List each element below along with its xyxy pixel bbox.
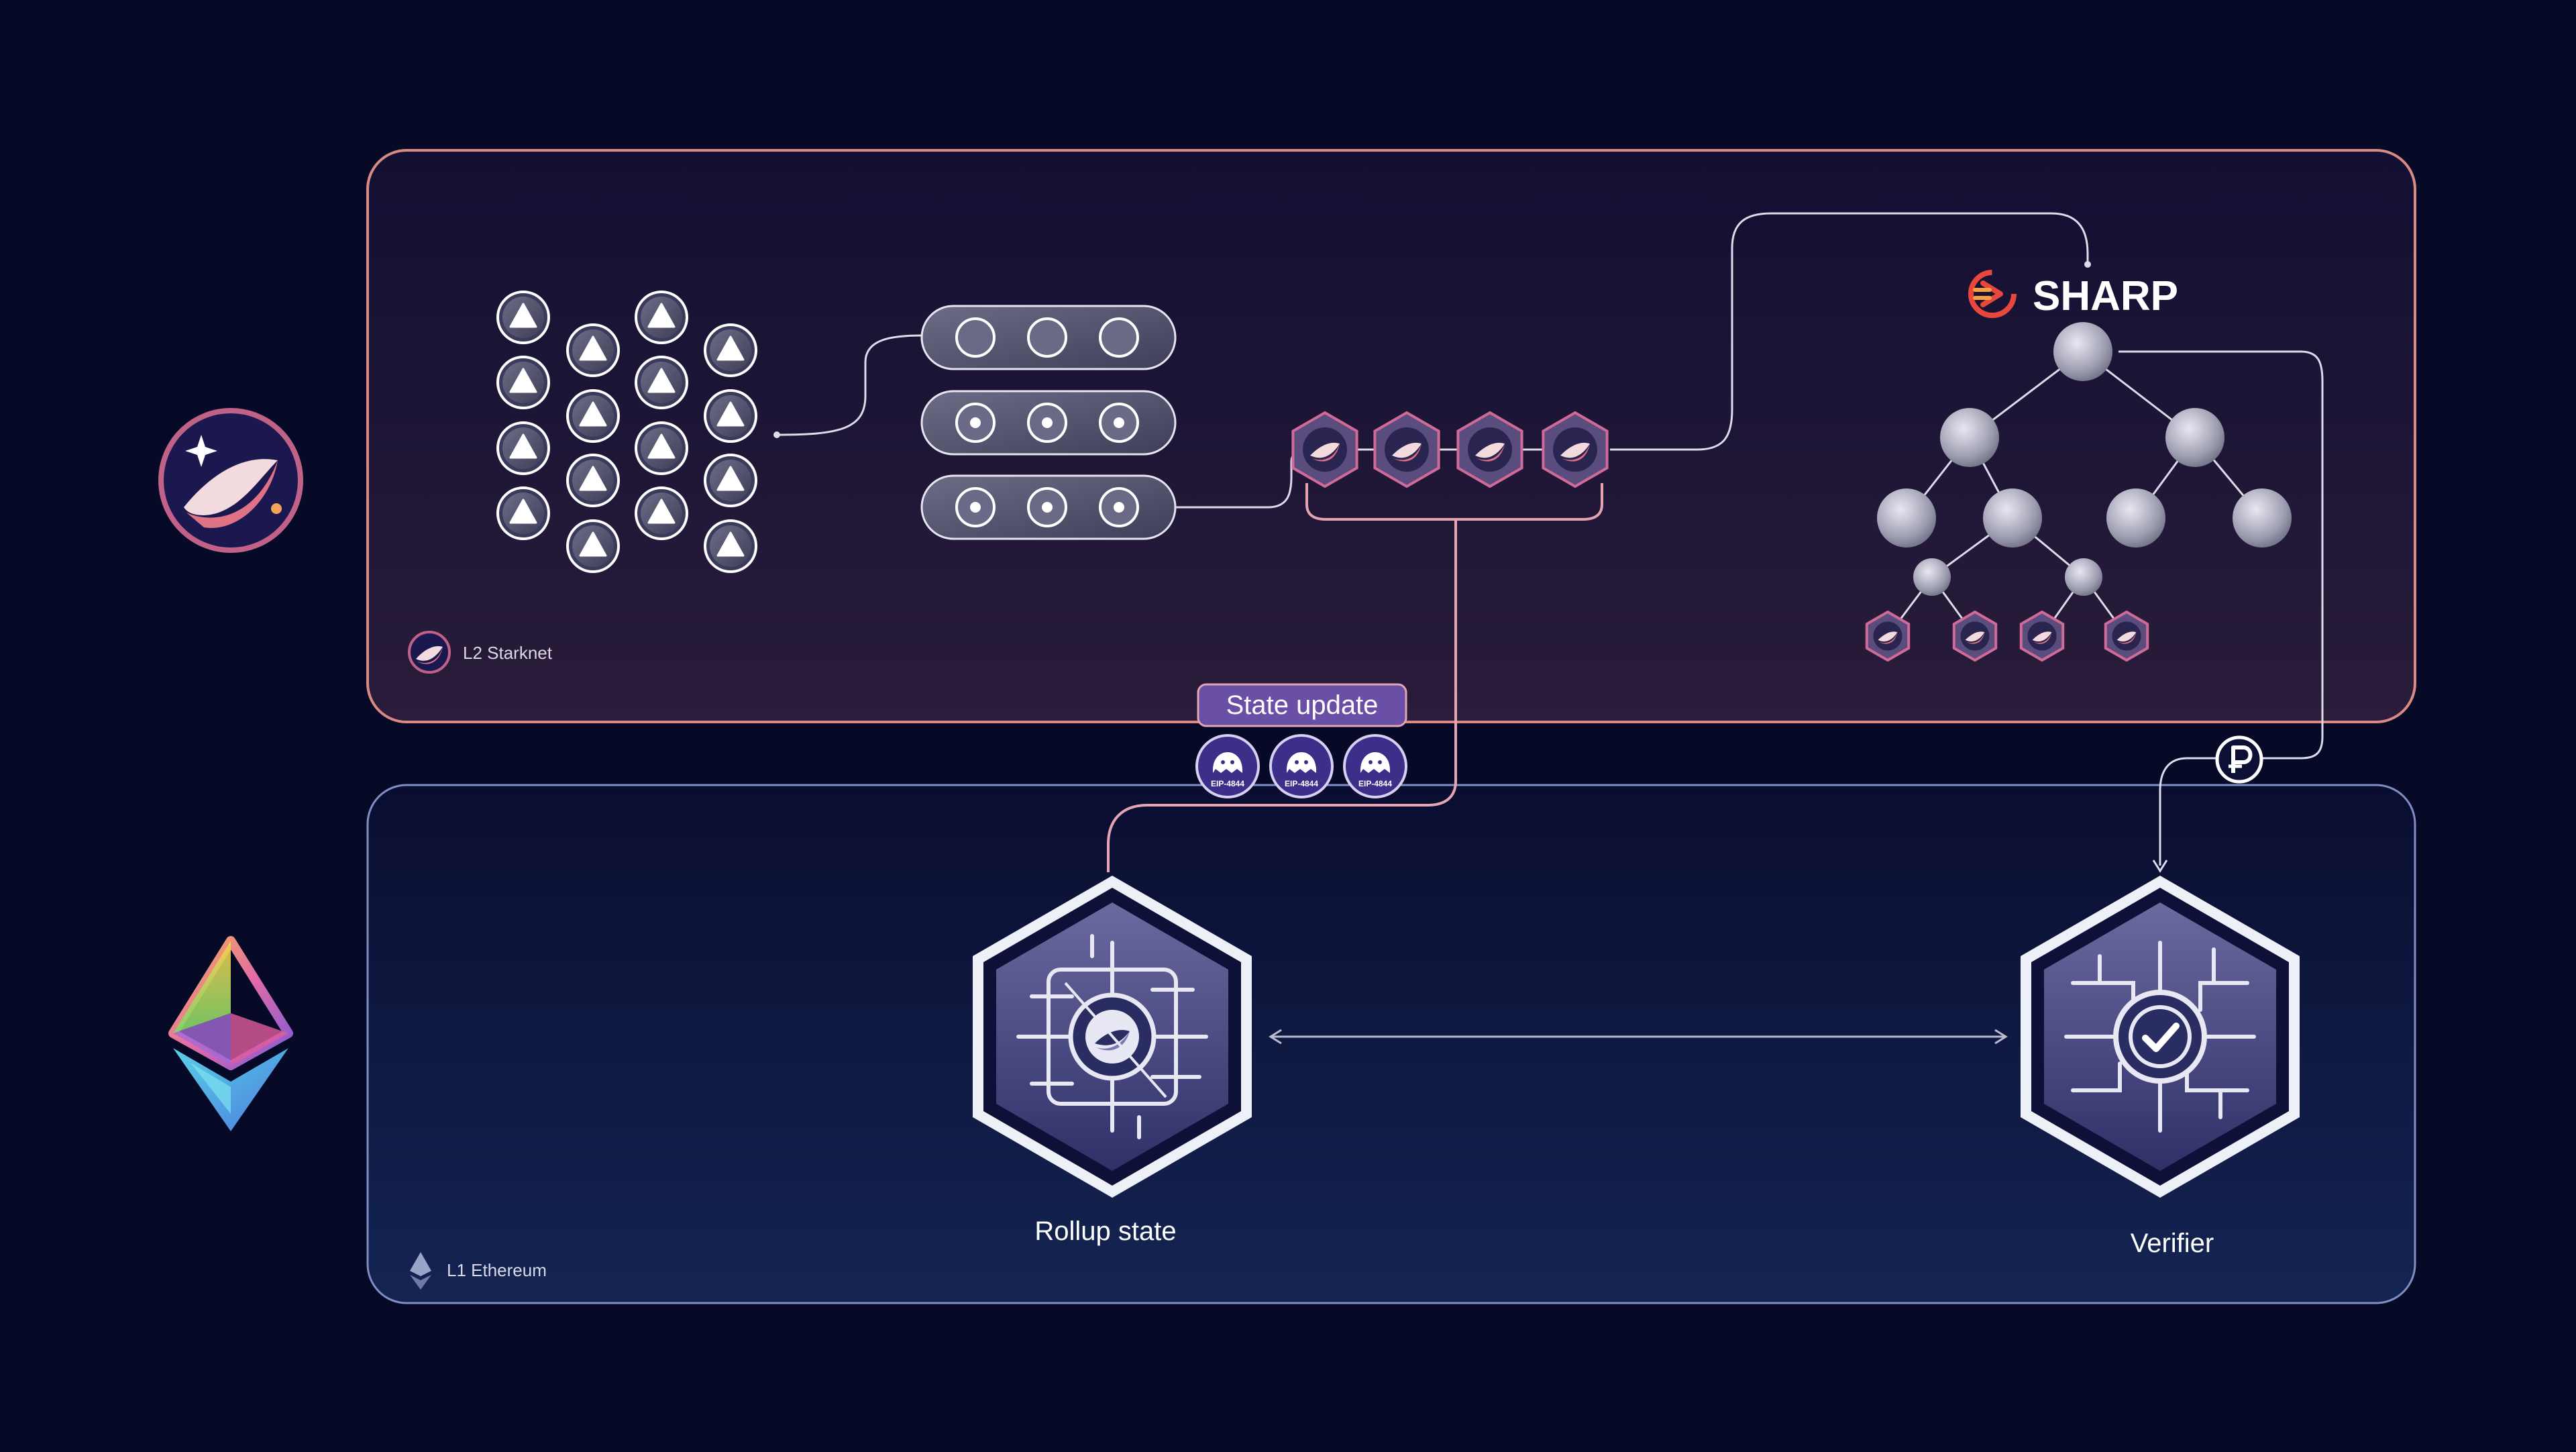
user-transaction-icon [704,454,757,507]
user-transaction-icon [635,291,688,344]
user-transaction-icon [635,356,688,409]
blob-ghost-icon: EIP-4844 [1343,734,1407,798]
sharp-label: SHARP [2033,273,2178,319]
tree-leaf-block [1865,610,1911,662]
user-transaction-icon [566,323,620,377]
l1-ethereum-label: L1 Ethereum [447,1260,547,1280]
block-chain-group [1291,411,1609,488]
tree-node [2233,488,2292,548]
connector-dot [2084,261,2091,268]
tree-leaf-block [2019,610,2065,662]
connector-dot [773,431,780,438]
l2-starknet-label: L2 Starknet [463,643,553,663]
user-transaction-icon [704,389,757,443]
user-transaction-icon [566,389,620,443]
connector-blocks-to-sharp [1610,212,2089,451]
l2-starknet-mini-logo [408,631,451,674]
state-update-label: State update [1226,690,1379,720]
sequencer-queue-pill [920,474,1177,540]
tree-node [2065,558,2102,596]
blob-label: EIP-4844 [1211,779,1244,788]
sharp-proof-tree [1865,322,2292,662]
connector-sharp-to-verifier [2118,350,2324,866]
sequencer-queues-group [920,305,1177,540]
tree-node [2165,408,2224,467]
user-transaction-icon [704,519,757,573]
block-hexagon [1291,411,1358,488]
tree-node [1983,488,2042,548]
verifier-label: Verifier [2131,1229,2214,1258]
user-transaction-icon [635,421,688,475]
link-arrow-right [1994,1029,2008,1045]
rollup-state-label: Rollup state [1034,1216,1176,1246]
verifier-arrowhead [2152,860,2168,873]
transaction-slot [1027,317,1067,358]
user-transaction-icon [635,486,688,540]
user-transaction-icon [496,291,550,344]
user-transaction-icon [566,519,620,573]
blob-label: EIP-4844 [1358,779,1392,788]
starknet-logo-icon [158,408,303,553]
tree-node [2053,322,2112,381]
user-transaction-icon [566,454,620,507]
sequencer-queue-pill [920,390,1177,456]
tree-node [2106,488,2165,548]
l1-ethereum-mini-logo [410,1252,431,1290]
tree-leaf-block [1952,610,1998,662]
link-arrow-left [1269,1029,1282,1045]
blob-label: EIP-4844 [1285,779,1318,788]
rollup-state-hexagon [973,876,1252,1198]
connector-users-to-mempool [776,334,922,436]
transaction-slot [955,317,996,358]
block-hexagon [1373,411,1440,488]
user-transaction-icon [704,323,757,377]
sequencer-queue-pill [920,305,1177,370]
user-transaction-icon [496,486,550,540]
tree-node [1913,558,1951,596]
user-transactions-group [496,291,757,573]
connector-blocks-to-rollup [1107,519,1457,872]
block-hexagon [1542,411,1609,488]
transaction-slot [1099,317,1139,358]
blob-ghost-icon: EIP-4844 [1195,734,1260,798]
tree-leaf-block [2104,610,2149,662]
verifier-hexagon [2021,876,2300,1198]
eip4844-blobs-group: EIP-4844 EIP-4844 EIP-4844 [1195,734,1407,798]
user-transaction-icon [496,421,550,475]
blob-ghost-icon: EIP-4844 [1269,734,1334,798]
sharp-logo-icon [1968,270,2017,318]
user-transaction-icon [496,356,550,409]
checkmark-icon [2142,1023,2180,1052]
ethereum-logo-icon [168,936,293,1131]
block-hexagon [1456,411,1523,488]
state-update-badge [1197,683,1407,727]
proof-p-icon [2215,735,2263,784]
tree-node [1940,408,1999,467]
tree-node [1877,488,1936,548]
